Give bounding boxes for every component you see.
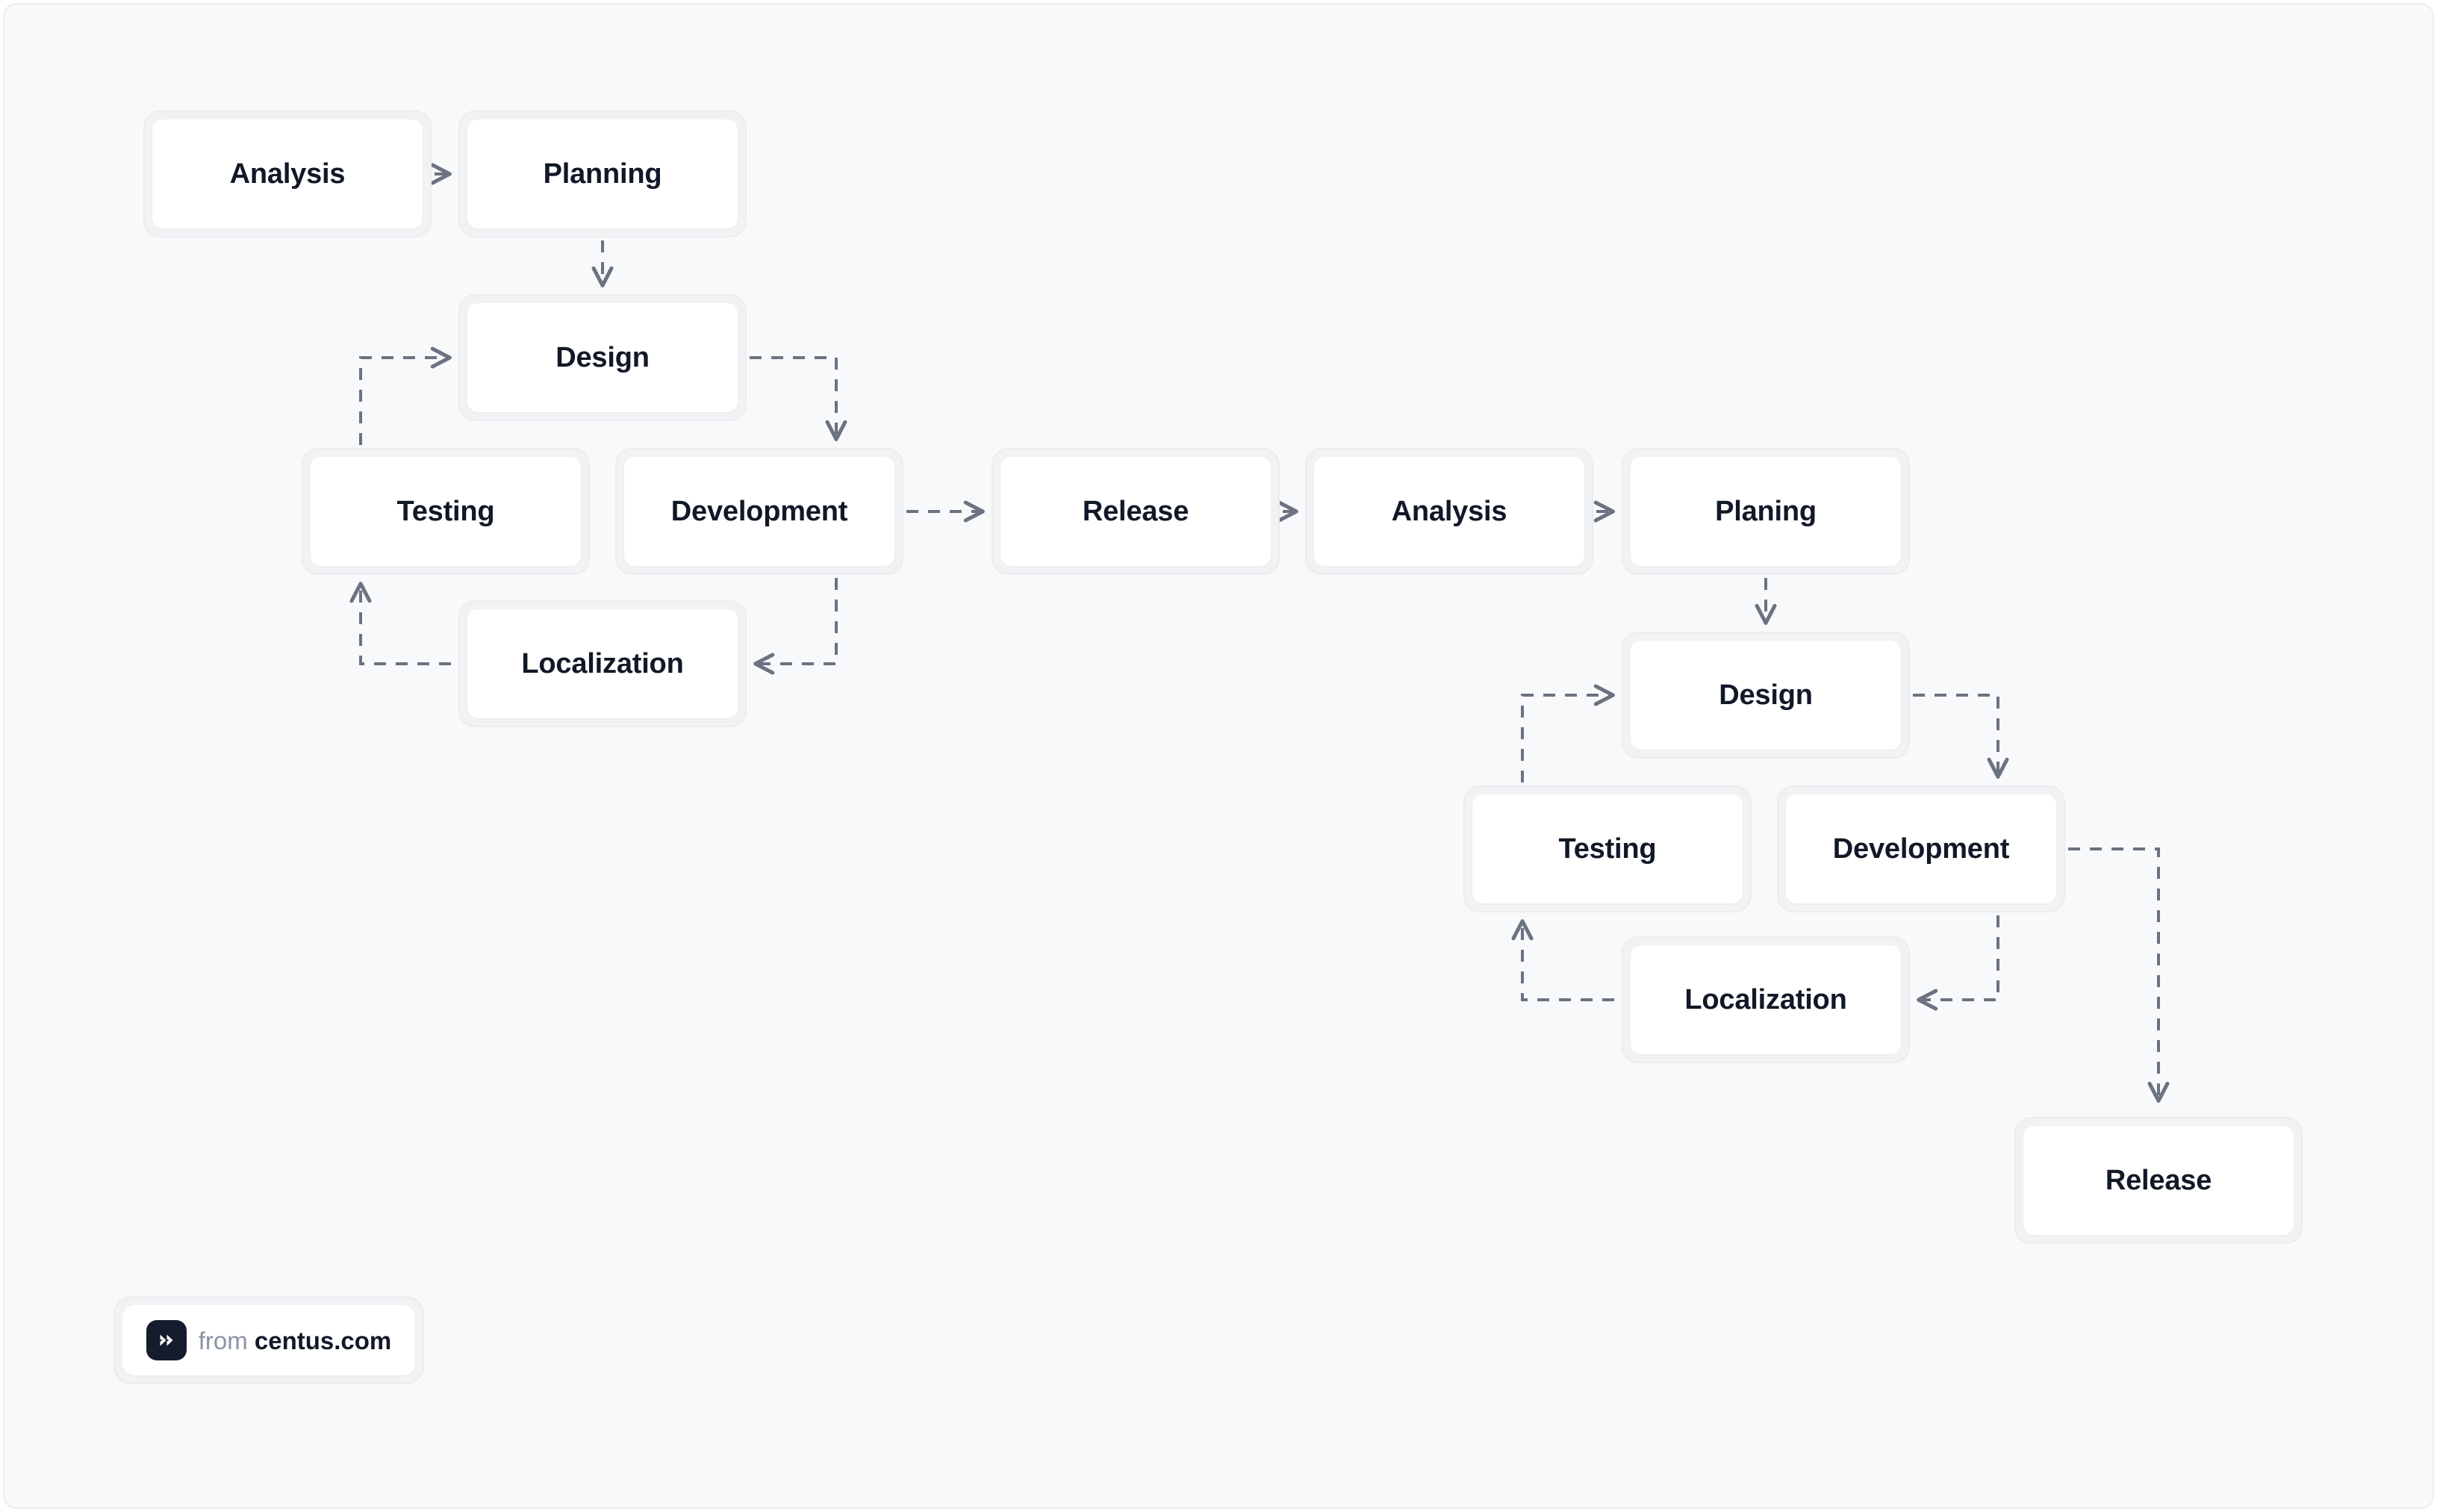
watermark-label: from centus.com xyxy=(199,1328,392,1353)
node-label: Localization xyxy=(1684,984,1847,1015)
node-l-design[interactable]: Design xyxy=(458,294,747,421)
centus-watermark-badge[interactable]: from centus.com xyxy=(113,1296,424,1384)
node-card: Design xyxy=(1631,641,1901,750)
node-card: Release xyxy=(1000,457,1271,566)
node-label: Planning xyxy=(543,158,662,190)
node-label: Release xyxy=(1082,496,1189,527)
connector-r-development-to-r-release xyxy=(2068,847,2170,1103)
node-card: Analysis xyxy=(152,119,423,228)
node-card: Planing xyxy=(1631,457,1901,566)
node-label: Analysis xyxy=(229,158,346,190)
node-l-planning[interactable]: Planning xyxy=(458,111,747,237)
node-r-testing[interactable]: Testing xyxy=(1463,785,1752,912)
watermark-inner: from centus.com xyxy=(122,1305,415,1375)
connector-l-development-to-l-localization xyxy=(753,578,838,675)
node-card: Localization xyxy=(1631,945,1901,1054)
node-label: Development xyxy=(670,496,848,527)
connector-r-testing-to-r-design xyxy=(1521,684,1615,783)
node-card: Development xyxy=(1786,794,2056,903)
node-label: Design xyxy=(1719,679,1813,711)
node-label: Localization xyxy=(521,648,684,679)
node-card: Localization xyxy=(467,609,738,718)
node-l-testing[interactable]: Testing xyxy=(302,448,590,575)
node-l-development[interactable]: Development xyxy=(615,448,903,575)
node-label: Development xyxy=(1832,833,2010,865)
node-r-analysis[interactable]: Analysis xyxy=(1305,448,1593,575)
node-l-analysis[interactable]: Analysis xyxy=(143,111,432,237)
node-label: Design xyxy=(555,342,650,373)
node-label: Testing xyxy=(396,496,495,527)
connector-r-design-to-r-development xyxy=(1913,694,2009,779)
node-r-release[interactable]: Release xyxy=(2014,1117,2303,1244)
node-r-design[interactable]: Design xyxy=(1622,632,1910,759)
node-label: Analysis xyxy=(1391,496,1507,527)
double-chevron-right-icon xyxy=(146,1320,187,1360)
connector-l-localization-to-l-testing xyxy=(349,582,451,665)
node-label: Testing xyxy=(1558,833,1657,865)
watermark-brand: centus.com xyxy=(254,1326,392,1354)
node-card: Release xyxy=(2023,1126,2294,1235)
node-r-localization[interactable]: Localization xyxy=(1622,936,1910,1063)
node-card: Planning xyxy=(467,119,738,228)
node-card: Analysis xyxy=(1314,457,1584,566)
node-r-planing[interactable]: Planing xyxy=(1622,448,1910,575)
node-l-localization[interactable]: Localization xyxy=(458,600,747,727)
node-c-release[interactable]: Release xyxy=(992,448,1280,575)
node-label: Release xyxy=(2105,1165,2212,1196)
node-card: Testing xyxy=(1472,794,1743,903)
connector-l-testing-to-l-design xyxy=(359,346,452,445)
node-r-development[interactable]: Development xyxy=(1777,785,2065,912)
connector-l-design-to-l-development xyxy=(750,356,847,441)
node-card: Testing xyxy=(311,457,581,566)
node-card: Design xyxy=(467,303,738,412)
connector-r-localization-to-r-testing xyxy=(1511,919,1614,1001)
node-label: Planing xyxy=(1715,496,1817,527)
connector-r-development-to-r-localization xyxy=(1917,915,1999,1011)
node-card: Development xyxy=(624,457,894,566)
watermark-prefix: from xyxy=(198,1326,255,1354)
